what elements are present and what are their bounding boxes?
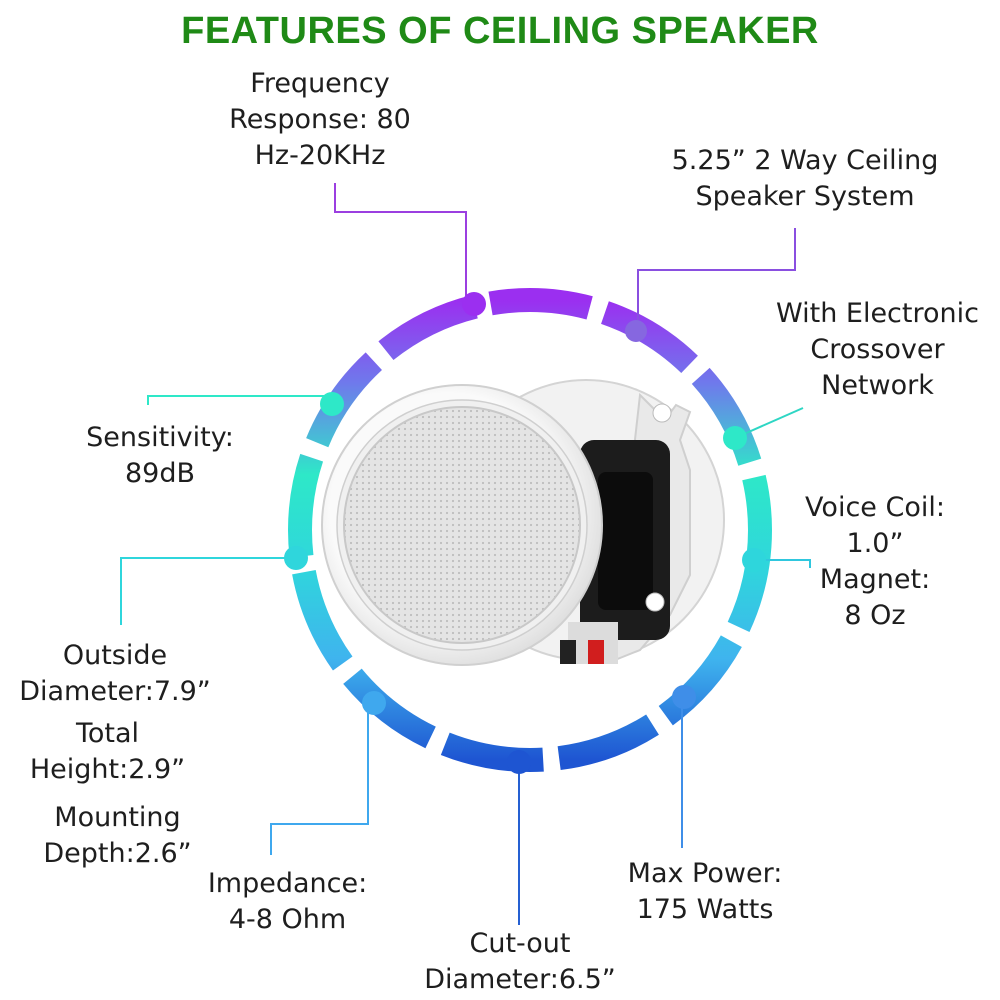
label-sensitivity: Sensitivity:89dB (86, 422, 234, 489)
speaker-image (321, 379, 725, 666)
leader-line-crossover (734, 407, 804, 439)
label-voice-coil-magnet: Voice Coil:1.0”Magnet:8 Oz (805, 492, 945, 631)
leader-line-sensitivity (147, 395, 333, 405)
leader-line-diameter (120, 557, 296, 625)
ring-dot-crossover (723, 426, 747, 450)
page-title: FEATURES OF CEILING SPEAKER (181, 10, 819, 52)
ring-dot-cutout (507, 750, 531, 774)
label-max-power: Max Power:175 Watts (627, 858, 783, 925)
speaker-grille (344, 407, 580, 643)
ring-dot-voice-coil (742, 548, 766, 572)
leader-line-frequency (334, 183, 467, 300)
leader-line-system (637, 228, 796, 324)
leader-line-voice-coil (754, 559, 811, 568)
ring-dot-max-power (672, 685, 696, 709)
label-impedance: Impedance:4-8 Ohm (207, 868, 368, 935)
leader-line-impedance (270, 706, 369, 855)
ring-dot-sensitivity (320, 392, 344, 416)
ring-dot-impedance (362, 691, 386, 715)
ring-dot-system (625, 320, 647, 342)
ring-dot-diameter (284, 546, 308, 570)
ring-dot-frequency (462, 292, 486, 316)
